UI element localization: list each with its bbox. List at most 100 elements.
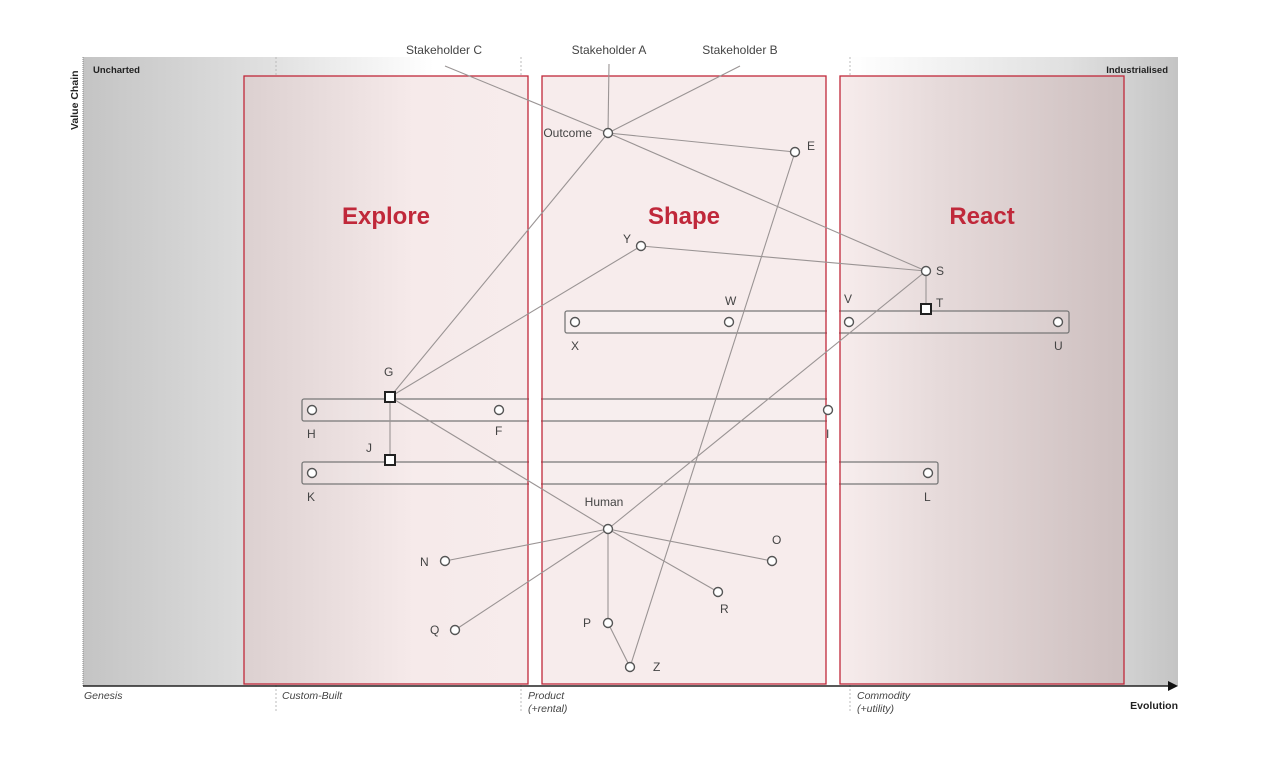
stage-product-sub: (+rental) <box>528 703 567 715</box>
component-label: N <box>420 555 429 569</box>
y-axis-label: Value Chain <box>69 70 81 130</box>
component-label: Z <box>653 660 660 674</box>
component-k[interactable]: K <box>306 467 318 505</box>
component-circle-icon[interactable] <box>712 586 724 598</box>
stage-commodity: Commodity <box>857 690 911 702</box>
edge-human-r <box>607 528 719 593</box>
component-label: Outcome <box>543 126 592 140</box>
component-f[interactable]: F <box>493 404 505 439</box>
edge-stakeholder-c-outcome <box>444 65 609 134</box>
component-q[interactable]: Q <box>430 623 461 637</box>
edge-y-g <box>389 245 642 398</box>
stakeholder-b-label[interactable]: Stakeholder B <box>702 43 777 57</box>
component-circle-icon[interactable] <box>602 523 614 535</box>
zone-title-explore: Explore <box>342 203 430 230</box>
component-w[interactable]: W <box>723 294 738 328</box>
stage-commodity-sub: (+utility) <box>857 703 894 715</box>
component-circle-icon[interactable] <box>449 624 461 636</box>
component-label: H <box>307 427 316 441</box>
component-circle-icon[interactable] <box>920 265 932 277</box>
edge-s-human <box>607 270 927 530</box>
component-r[interactable]: R <box>712 586 730 617</box>
component-circle-icon[interactable] <box>843 316 855 328</box>
component-circle-icon[interactable] <box>635 240 647 252</box>
component-circle-icon[interactable] <box>766 555 778 567</box>
edge-human-n <box>444 528 609 562</box>
component-circle-icon[interactable] <box>723 316 735 328</box>
component-label: T <box>936 296 944 310</box>
component-circle-icon[interactable] <box>439 555 451 567</box>
zone-borders <box>243 75 1125 685</box>
component-t[interactable]: T <box>920 296 944 315</box>
pipeline-square-icon[interactable] <box>920 303 932 315</box>
component-label: I <box>826 427 829 441</box>
component-label: W <box>725 294 737 308</box>
component-circle-icon[interactable] <box>306 404 318 416</box>
component-n[interactable]: N <box>420 555 451 569</box>
component-label: V <box>844 292 852 306</box>
component-circle-icon[interactable] <box>822 404 834 416</box>
pipeline-square-icon[interactable] <box>384 454 396 466</box>
component-h[interactable]: H <box>306 404 318 442</box>
component-p[interactable]: P <box>583 616 614 630</box>
component-label: E <box>807 139 815 153</box>
stakeholder-a-label[interactable]: Stakeholder A <box>572 43 647 57</box>
zone-gaps <box>529 76 839 685</box>
edge-stakeholder-a-outcome <box>607 63 610 134</box>
component-u[interactable]: U <box>1052 316 1064 354</box>
component-circle-icon[interactable] <box>789 146 801 158</box>
band-x-u <box>564 310 1070 334</box>
component-label: L <box>924 490 931 504</box>
edge-human-o <box>607 528 773 562</box>
component-o[interactable]: O <box>766 533 782 567</box>
component-i[interactable]: I <box>822 404 834 442</box>
component-v[interactable]: V <box>843 292 855 328</box>
component-circle-icon[interactable] <box>602 617 614 629</box>
component-circle-icon[interactable] <box>602 127 614 139</box>
component-label: G <box>384 365 393 379</box>
component-label: P <box>583 616 591 630</box>
component-human[interactable]: Human <box>585 495 624 535</box>
pipeline-square-icon[interactable] <box>384 391 396 403</box>
x-axis-arrow-icon <box>1168 681 1178 691</box>
component-outcome[interactable]: Outcome <box>543 126 614 140</box>
component-s[interactable]: S <box>920 264 945 278</box>
component-g[interactable]: G <box>384 365 396 403</box>
component-label: X <box>571 339 579 353</box>
stakeholder-c-label[interactable]: Stakeholder C <box>406 43 482 57</box>
component-label: K <box>307 490 315 504</box>
component-j[interactable]: J <box>366 441 396 466</box>
edge-outcome-g <box>389 132 609 398</box>
component-circle-icon[interactable] <box>1052 316 1064 328</box>
stage-genesis: Genesis <box>84 690 123 702</box>
component-label: S <box>936 264 944 278</box>
edge-stakeholder-b-outcome <box>607 65 741 134</box>
component-circle-icon[interactable] <box>569 316 581 328</box>
zone-explore <box>244 76 528 684</box>
component-z[interactable]: Z <box>624 660 661 674</box>
zone-title-react: React <box>949 203 1014 230</box>
stage-product: Product <box>528 690 565 702</box>
corner-label-uncharted: Uncharted <box>93 65 140 76</box>
stage-custom-built: Custom-Built <box>282 690 343 702</box>
edge-g-human <box>389 396 609 530</box>
component-circle-icon[interactable] <box>922 467 934 479</box>
edge-p-z <box>607 622 631 668</box>
x-axis-label: Evolution <box>1130 700 1178 712</box>
edge-human-q <box>454 528 609 631</box>
component-e[interactable]: E <box>789 139 816 158</box>
band-k-l <box>301 461 939 485</box>
component-label: Y <box>623 232 631 246</box>
component-circle-icon[interactable] <box>493 404 505 416</box>
component-label: Human <box>585 495 624 509</box>
component-circle-icon[interactable] <box>624 661 636 673</box>
component-label: U <box>1054 339 1063 353</box>
component-l[interactable]: L <box>922 467 934 505</box>
zones <box>244 76 1124 684</box>
zone-title-shape: Shape <box>648 203 720 230</box>
component-x[interactable]: X <box>569 316 581 354</box>
component-circle-icon[interactable] <box>306 467 318 479</box>
component-y[interactable]: Y <box>623 232 647 252</box>
